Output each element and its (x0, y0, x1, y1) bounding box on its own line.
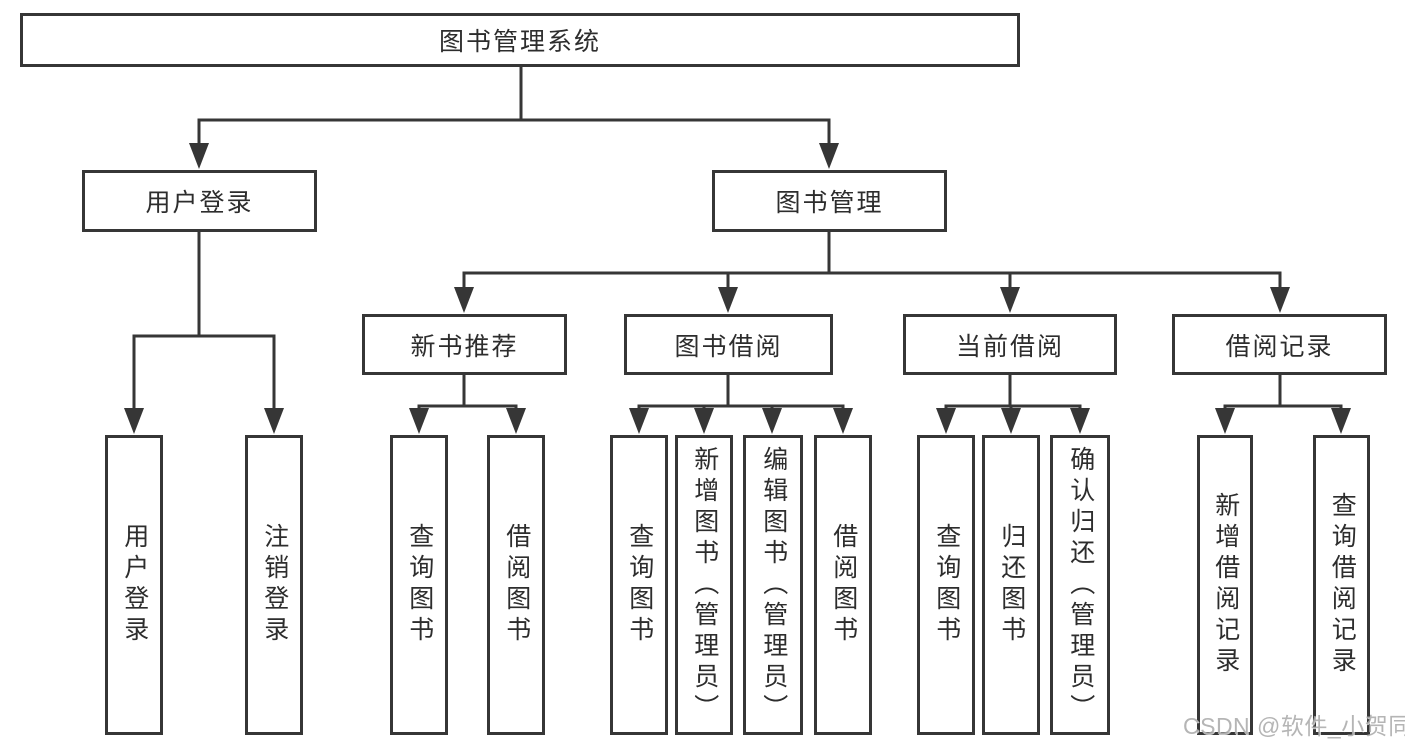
leaf-current-confirm-return-admin: 确认归还（管理员） (1050, 435, 1110, 735)
leaf-current-query-book: 查询图书 (917, 435, 975, 735)
node-book-management: 图书管理 (712, 170, 947, 232)
connector-recommend-to-leaves (417, 375, 518, 417)
leaf-current-return-book: 归还图书 (982, 435, 1040, 735)
node-label: 新增图书（管理员） (690, 445, 719, 725)
node-label: 编辑图书（管理员） (759, 445, 788, 725)
leaf-records-add-record: 新增借阅记录 (1197, 435, 1253, 735)
node-label: 借阅图书 (829, 523, 858, 647)
connector-userlogin-to-leaves (132, 231, 276, 417)
node-label: 新书推荐 (410, 332, 519, 361)
node-label: 查询图书 (405, 523, 434, 647)
watermark: CSDN @软件_小贺同学 (1183, 713, 1405, 739)
leaf-borrow-query-book: 查询图书 (610, 435, 668, 735)
node-label: 查询图书 (625, 523, 654, 647)
node-label: 查询借阅记录 (1328, 492, 1357, 678)
arrowheads-current-leaves (936, 408, 1090, 434)
node-label: 借阅记录 (1225, 332, 1334, 361)
node-label: 借阅图书 (502, 523, 531, 647)
leaf-logout: 注销登录 (245, 435, 303, 735)
arrowheads-userlogin-leaves (124, 408, 284, 434)
leaf-recommend-query-book: 查询图书 (390, 435, 448, 735)
leaf-borrow-borrow-book: 借阅图书 (814, 435, 872, 735)
node-label: 注销登录 (260, 523, 289, 647)
node-label: 新增借阅记录 (1211, 492, 1240, 678)
node-current-borrow: 当前借阅 (903, 314, 1117, 375)
node-book-borrow: 图书借阅 (624, 314, 833, 375)
leaf-borrow-add-book-admin: 新增图书（管理员） (675, 435, 733, 735)
arrowheads-recommend-leaves (409, 408, 526, 434)
node-label: 当前借阅 (955, 332, 1064, 361)
leaf-recommend-borrow-book: 借阅图书 (487, 435, 545, 735)
node-user-login: 用户登录 (82, 170, 317, 232)
node-label: 图书管理 (775, 189, 884, 217)
arrowheads-borrow-leaves (629, 408, 853, 434)
connector-root-to-level2 (197, 66, 831, 150)
node-label: 查询图书 (932, 523, 961, 647)
node-label: 图书管理系统 (438, 28, 601, 56)
node-label: 用户登录 (145, 189, 254, 217)
leaf-user-login: 用户登录 (105, 435, 163, 735)
arrowheads-level2 (189, 143, 839, 169)
leaf-records-query-record: 查询借阅记录 (1313, 435, 1370, 735)
leaf-borrow-edit-book-admin: 编辑图书（管理员） (743, 435, 803, 735)
node-label: 图书借阅 (674, 332, 783, 361)
node-label: 归还图书 (997, 523, 1026, 647)
connector-bookmgmt-to-level3 (462, 231, 1282, 294)
node-borrow-records: 借阅记录 (1172, 314, 1387, 375)
node-root: 图书管理系统 (20, 13, 1020, 67)
connector-borrow-to-leaves (637, 375, 845, 417)
connector-records-to-leaves (1223, 375, 1343, 417)
node-label: 用户登录 (120, 523, 149, 647)
node-label: 确认归还（管理员） (1066, 445, 1095, 725)
arrowheads-records-leaves (1215, 408, 1351, 434)
arrowheads-level3 (454, 287, 1290, 313)
node-new-book-recommend: 新书推荐 (362, 314, 567, 375)
